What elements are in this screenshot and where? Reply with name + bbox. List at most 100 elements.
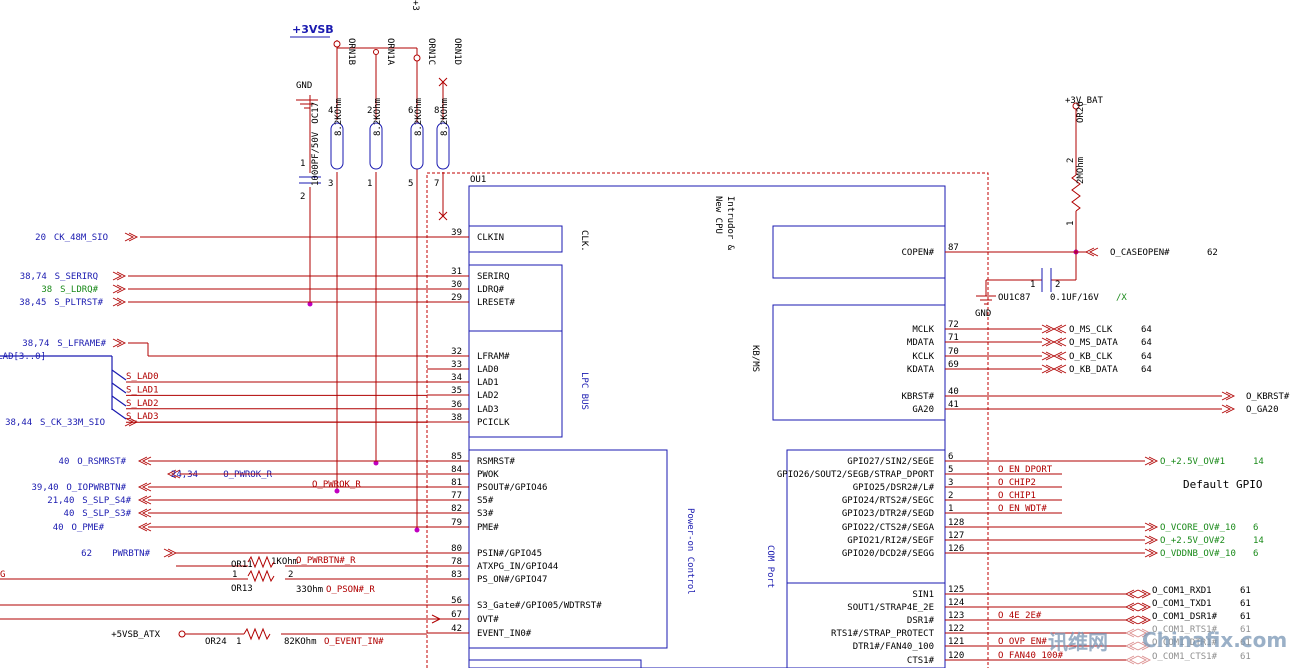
net-name: O_MS_DATA <box>1069 338 1118 348</box>
pin-number: 85 <box>451 452 462 462</box>
net-name: O_CASEOPEN# <box>1110 248 1170 258</box>
pin-number: 80 <box>451 544 462 554</box>
pin-number: 32 <box>451 347 462 357</box>
net-name: O_GA20 <box>1246 405 1279 415</box>
pin-number: 31 <box>451 267 462 277</box>
net-arrow <box>1041 351 1055 361</box>
pin-name: PCICLK <box>477 418 510 428</box>
pin-name: PME# <box>477 523 499 533</box>
watermark-cn: 讯维网 <box>1048 630 1108 654</box>
pin-number: 79 <box>451 518 462 528</box>
pin-name: LFRAM# <box>477 352 510 362</box>
net-arrow <box>163 548 177 558</box>
resistor-value: 33Ohm <box>296 585 323 595</box>
resistor-ref: OR24 <box>205 637 227 647</box>
net-name: O_MS_CLK <box>1069 325 1113 335</box>
pin-name: SERIRQ <box>477 272 510 282</box>
net-name: O_PWROK_R <box>223 470 272 480</box>
pin-number: 123 <box>948 611 964 621</box>
net-name: O_KB_DATA <box>1069 365 1118 375</box>
pin-number: 6 <box>948 452 953 462</box>
pin-name: LAD1 <box>477 378 499 388</box>
resistor-pin: 1 <box>236 637 241 647</box>
pin-number: 1 <box>948 504 953 514</box>
rn-bodies <box>330 122 450 170</box>
net-arrow <box>1137 589 1151 599</box>
pin-number: 2 <box>948 491 953 501</box>
lpc-title: LPC BUS <box>579 372 589 410</box>
pin-number: 39 <box>451 228 462 238</box>
resistor-net: O_PSON#_R <box>326 585 375 595</box>
pin-number: 83 <box>451 570 462 580</box>
cap-ref: OU1C87 <box>998 293 1031 303</box>
pin-name: LDRQ# <box>477 285 505 295</box>
net-arrow <box>1144 522 1158 532</box>
net-name: O_VCORE_OV#_10 <box>1160 523 1236 533</box>
net-ref: 64 <box>1141 325 1152 335</box>
pin-name: CLKIN <box>477 233 504 243</box>
net-arrow <box>112 284 126 294</box>
pin-name: LAD0 <box>477 365 499 375</box>
net-name: O_PME# <box>71 523 104 533</box>
resistor-pin: 1 <box>1066 221 1076 226</box>
resistor-pin: 2 <box>1066 158 1076 163</box>
rn-value-label: 8.2KOhm <box>414 98 424 136</box>
pin-number: 38 <box>451 413 462 423</box>
pin-name: GA20 <box>912 405 934 415</box>
net-arrow <box>1137 602 1151 612</box>
pin-number: 72 <box>948 320 959 330</box>
rn-ref-label: ORN1A <box>385 38 395 66</box>
resistor-ref: OR13 <box>231 584 253 594</box>
net-arrow <box>1053 337 1067 347</box>
pin-number: 33 <box>451 360 462 370</box>
net-ref: 40 <box>64 509 75 519</box>
net-arrow <box>1125 602 1139 612</box>
net-arrow <box>1053 364 1067 374</box>
net-name: S_SLP_S3# <box>82 509 131 519</box>
net-name: O_KB_CLK <box>1069 352 1113 362</box>
pin-name: GPIO20/DCD2#/SEGG <box>842 549 934 559</box>
pin-name: ATXPG_IN/GPIO44 <box>477 562 558 572</box>
net-ref: 6 <box>1253 549 1258 559</box>
pin-number: 84 <box>451 465 462 475</box>
cap-oc17 <box>296 99 321 184</box>
pin-name: GPIO24/RTS2#/SEGC <box>842 496 934 506</box>
pin-number: 122 <box>948 624 964 634</box>
pin-number: 128 <box>948 518 964 528</box>
net-ref: 14 <box>1253 457 1264 467</box>
pin-name: LRESET# <box>477 298 516 308</box>
resistor-value: 82KOhm <box>284 637 317 647</box>
pin-name: S3_Gate#/GPIO05/WDTRST# <box>477 601 602 611</box>
rn-pin-top: 4 <box>328 106 333 116</box>
rn-ref-label: ORN1B <box>346 38 356 65</box>
gnd-label: GND <box>296 81 312 91</box>
pin-number: 81 <box>451 478 462 488</box>
vendor-label-a: Intrudor & <box>725 196 735 251</box>
net-name: O_RSMRST# <box>77 457 126 467</box>
pin-name: LAD2 <box>477 391 499 401</box>
net-name: O_OVP_EN# <box>998 637 1047 647</box>
pin-number: 124 <box>948 598 964 608</box>
pwr-title: Power-on Control <box>685 508 695 595</box>
pin-number: 35 <box>451 386 462 396</box>
net-ref: 40 <box>53 523 64 533</box>
lad-net-name: S_LAD3 <box>126 412 159 422</box>
plus3-fragment: +3 <box>410 0 420 11</box>
pin-name: MCLK <box>912 325 934 335</box>
pin-number: 78 <box>451 557 462 567</box>
watermark-box <box>1126 624 1294 668</box>
pin-name: SIN1 <box>912 590 934 600</box>
rn-value-label: 8.2KOhm <box>373 98 383 136</box>
net-name: O_CHIP1 <box>998 491 1036 501</box>
rn-pin-top: 2 <box>367 106 372 116</box>
net-name: O_EN_DPORT <box>998 465 1053 475</box>
power-3v-bat: +3V_BAT <box>1065 96 1104 106</box>
pin-number: 120 <box>948 651 964 661</box>
cap-value: 0.1UF/16V <box>1050 293 1099 303</box>
net-arrow <box>1144 548 1158 558</box>
rn-pin-bottom: 7 <box>434 179 439 189</box>
net-ref: 38,74 <box>20 272 47 282</box>
resistor-net: O_PWRBTN#_R <box>296 556 356 566</box>
